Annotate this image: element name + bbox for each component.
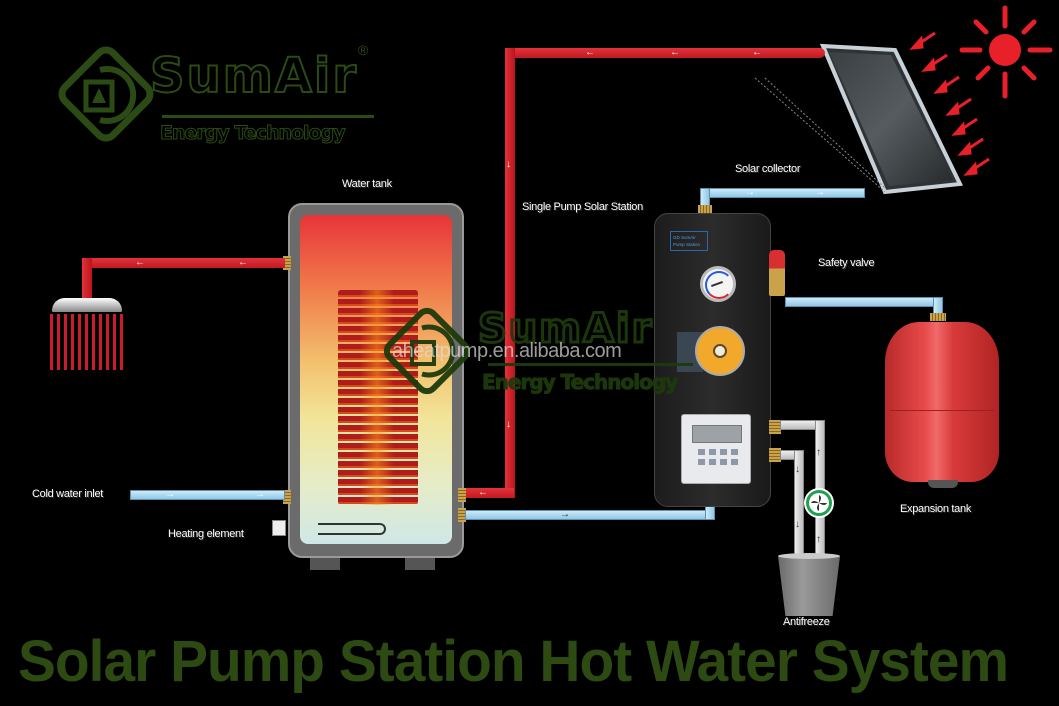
brand-emblem-icon — [58, 46, 154, 142]
coil-highlight — [360, 290, 394, 505]
brand-underline — [162, 115, 374, 118]
flow-arrow-right: → — [255, 489, 265, 500]
gauge-arc-red — [705, 271, 733, 299]
flow-arrow-left: ← — [752, 47, 762, 58]
safety-valve-label: Safety valve — [818, 257, 875, 269]
flow-arrow-right: → — [815, 187, 825, 198]
badge-line1: GD SumAir — [673, 235, 696, 240]
pump-station-fill-port — [769, 420, 781, 434]
watermark-brand: SumAir — [476, 305, 654, 354]
tank-coil-outlet-fitting — [458, 508, 466, 522]
tank-cold-inlet-fitting — [283, 490, 291, 504]
antifreeze-bucket-rim — [778, 553, 840, 559]
expansion-tank-seam — [890, 410, 994, 411]
expansion-tank-fitting — [930, 313, 946, 321]
watermark-underline — [488, 363, 693, 366]
water-tank — [288, 203, 464, 558]
antifreeze-label: Antifreeze — [783, 616, 830, 628]
pump-station-unit: GD SumAir Pump Station — [654, 213, 771, 507]
flow-arrow-left: ← — [585, 47, 595, 58]
pump-station-label: Single Pump Solar Station — [522, 201, 643, 213]
pump-station-badge: GD SumAir Pump Station — [670, 231, 708, 251]
expansion-tank-pipe — [785, 297, 940, 307]
expansion-tank-label: Expansion tank — [900, 503, 972, 515]
flow-arrow-left: ← — [238, 257, 248, 268]
controller-display — [692, 425, 742, 443]
expansion-tank-base — [928, 480, 958, 488]
flow-arrow-down: ↓ — [795, 519, 800, 530]
flow-arrow-down: ↓ — [795, 464, 800, 475]
heating-element-rod — [318, 523, 386, 535]
watermark: SumAir Energy Technology aheatpump.en.al… — [378, 300, 698, 410]
hot-supply-pipe-vertical — [505, 48, 515, 498]
shower-drop-pipe — [82, 258, 92, 300]
collector-return-pipe — [700, 188, 865, 198]
solar-collector-label: Solar collector — [735, 163, 801, 175]
heating-element-label: Heating element — [168, 528, 244, 540]
flow-arrow-left: ← — [478, 487, 488, 498]
badge-line2: Pump Station — [673, 242, 701, 247]
pump-station-drain-port — [769, 448, 781, 462]
thermometer-gauge-icon — [700, 266, 736, 302]
fitting — [698, 205, 712, 213]
watermark-emblem-icon — [383, 307, 471, 395]
diagram-title: Solar Pump Station Hot Water System — [18, 629, 1009, 694]
brand-logo: SumAir ® Energy Technology — [50, 40, 380, 150]
sun-rays-arrows-icon — [909, 31, 990, 176]
flow-arrow-down: ↓ — [506, 159, 511, 170]
flow-arrow-right: → — [745, 187, 755, 198]
controller-buttons — [698, 449, 738, 469]
antifreeze-fill-pump-icon — [804, 488, 834, 518]
brand-tagline: Energy Technology — [160, 122, 347, 145]
shower-head-icon — [52, 298, 122, 312]
fan-icon — [809, 493, 829, 513]
flow-arrow-left: ← — [135, 257, 145, 268]
sun-icon — [959, 5, 1053, 99]
watermark-tagline: Energy Technology — [481, 370, 678, 395]
circulation-pump-icon — [695, 326, 745, 376]
tank-foot-left — [310, 558, 340, 570]
controller-panel — [681, 414, 751, 484]
watermark-url: aheatpump.en.alibaba.com — [392, 340, 622, 362]
tank-hot-outlet-fitting — [283, 256, 291, 270]
hot-water-outlet-pipe — [82, 258, 285, 268]
brand-name: SumAir — [149, 47, 359, 105]
flow-arrow-up: ↑ — [816, 534, 821, 545]
cold-water-inlet-pipe — [130, 490, 285, 500]
flow-arrow-right: → — [165, 489, 175, 500]
registered-mark: ® — [358, 42, 369, 58]
expansion-tank — [885, 322, 999, 482]
safety-valve-icon — [769, 250, 785, 296]
hot-supply-pipe-to-tank — [462, 488, 514, 498]
solar-collector-panel — [754, 43, 964, 195]
tank-foot-right — [405, 558, 435, 570]
water-tank-label: Water tank — [342, 178, 392, 190]
flow-arrow-left: ← — [670, 47, 680, 58]
flow-arrow-up: ↑ — [816, 447, 821, 458]
coil-return-pipe — [465, 510, 715, 520]
cold-water-inlet-label: Cold water inlet — [32, 488, 104, 500]
tank-coil-inlet-fitting — [458, 488, 466, 502]
collector-return-pipe-down — [700, 188, 710, 206]
heating-element-plug — [272, 520, 286, 536]
flow-arrow-down: ↓ — [506, 419, 511, 430]
antifreeze-bucket — [778, 556, 840, 616]
shower-water-spray — [50, 314, 126, 370]
hot-supply-pipe-top — [505, 48, 825, 58]
flow-arrow-right: → — [560, 509, 570, 520]
pump-knob — [713, 344, 727, 358]
